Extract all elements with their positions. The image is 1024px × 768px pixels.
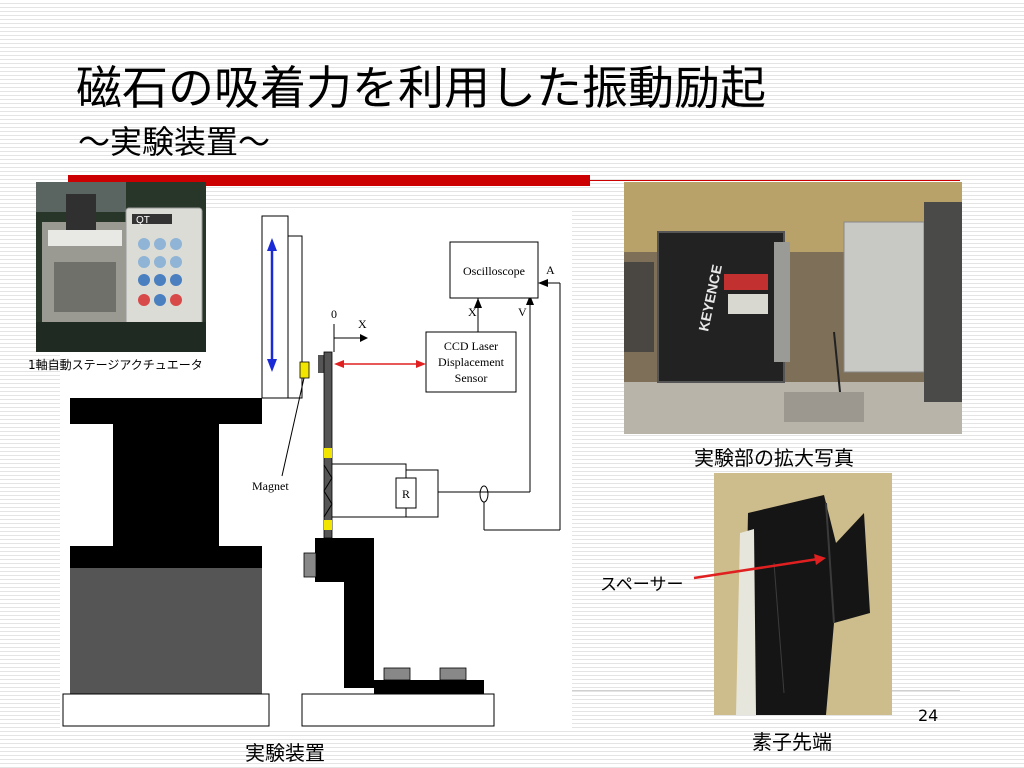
stage-plate: [261, 215, 289, 399]
title-underline-thin: [590, 180, 960, 181]
setup-caption: 実験装置: [245, 741, 325, 765]
footer-rule: [230, 690, 960, 691]
spacer-arrow-line: [693, 557, 819, 580]
current-probe: [479, 485, 489, 503]
x-arrow-head: [474, 298, 482, 308]
magnet-block: [299, 361, 310, 379]
resistor-box: [395, 477, 417, 509]
osc-x-label: X: [468, 305, 477, 319]
sample-clamp: [318, 355, 324, 373]
column-lower-plate: [70, 546, 262, 568]
holder-knob: [303, 552, 317, 578]
column-body: [113, 424, 219, 546]
stage-actuator-label: 1軸自動ステージアクチュエータ: [28, 358, 203, 372]
title-underline-bar: [68, 175, 590, 186]
magnet-leader: [281, 377, 305, 477]
tip-photo: [714, 473, 892, 715]
holder-screw-1: [383, 667, 411, 681]
laser-arrow-left: [334, 360, 344, 368]
holder-screw-2: [439, 667, 467, 681]
spacer-label: スペーサー: [600, 575, 684, 595]
sensor-label-3: Sensor: [455, 371, 488, 385]
arrow-head-up: [267, 238, 277, 251]
spacer-arrow-head: [814, 554, 826, 565]
magnet-label: Magnet: [252, 479, 289, 493]
stage-slider: [287, 235, 303, 399]
laser-arrow-right: [416, 360, 426, 368]
v-arrow-head: [526, 295, 534, 305]
closeup-photo-svg: KEYENCE: [624, 182, 962, 434]
circuit-loop: [332, 463, 407, 518]
axis-x-label: X: [358, 317, 367, 331]
column-top-plate: [70, 398, 262, 424]
tip-caption: 素子先端: [752, 730, 832, 754]
beam-electrode-2: [324, 520, 332, 530]
osc-a-label: A: [546, 263, 555, 277]
slide-subtitle: ～実験装置～: [78, 123, 271, 161]
stage-actuator-photo: QT: [36, 182, 206, 352]
axis-x-arrow: [360, 334, 368, 342]
closeup-caption: 実験部の拡大写真: [694, 446, 854, 470]
closeup-photo: KEYENCE: [624, 182, 962, 434]
stage-actuator-photo-svg: QT: [36, 182, 206, 352]
piezo-element: [323, 464, 333, 518]
arrow-head-down: [267, 359, 277, 372]
sensor-label-2: Displacement: [438, 355, 505, 369]
spacer-pointer: [693, 554, 826, 580]
osc-v-label: V: [518, 305, 527, 319]
column-foot: [62, 693, 270, 727]
setup-schematic-svg: Magnet R Oscilloscope X V A: [62, 215, 561, 727]
resistor-label: R: [402, 487, 410, 501]
oscilloscope-label: Oscilloscope: [463, 264, 525, 278]
circuit-outer: [406, 469, 439, 518]
a-arrow-head: [538, 279, 548, 287]
column-base-block: [70, 568, 262, 694]
axis-origin-label: 0: [331, 307, 337, 321]
holder-post: [344, 538, 374, 688]
sensor-box: [425, 331, 517, 393]
beam-electrode-1: [324, 448, 332, 458]
page-number: 24: [918, 706, 939, 725]
oscilloscope-box: [449, 241, 539, 299]
slide-title: 磁石の吸着力を利用した振動励起: [76, 61, 766, 115]
setup-schematic: Magnet R Oscilloscope X V A: [60, 208, 572, 730]
holder-foot: [301, 693, 495, 727]
sensor-label-1: CCD Laser: [444, 339, 498, 353]
tip-photo-svg: [714, 473, 892, 715]
controller-brand-text: QT: [136, 215, 150, 226]
holder-base: [374, 680, 484, 694]
